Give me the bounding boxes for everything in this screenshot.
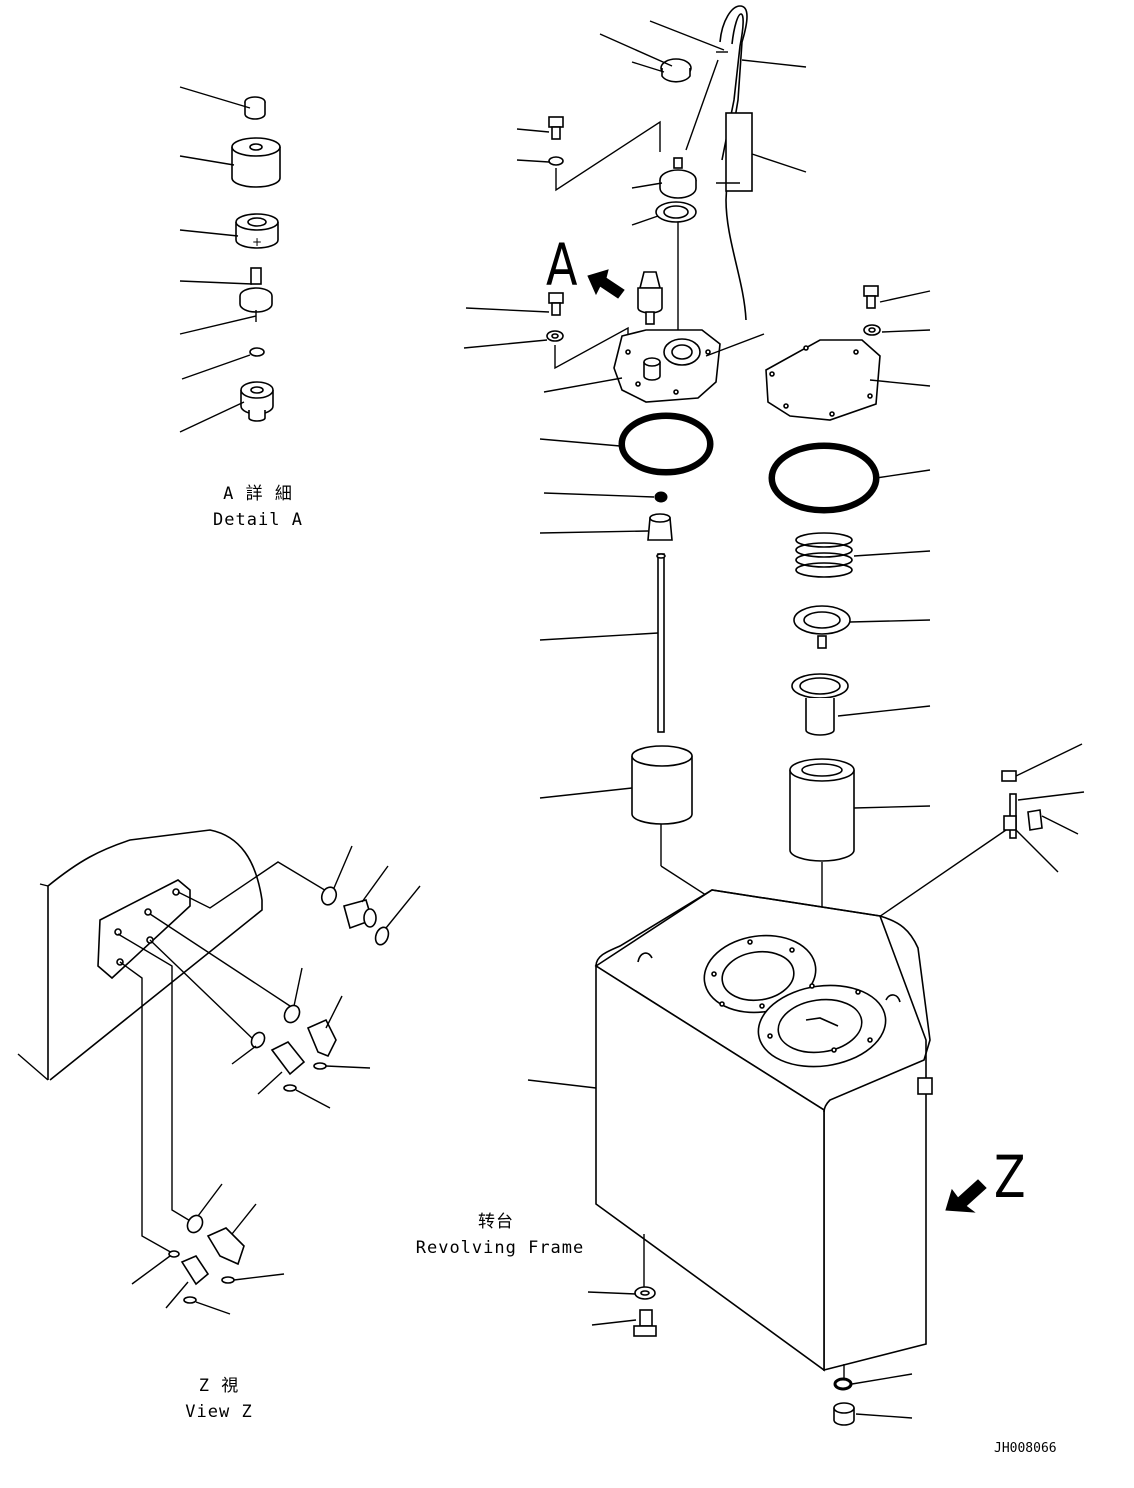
detail-a-oring: [181, 347, 265, 380]
revolving-frame-caption-en: Revolving Frame: [415, 1238, 585, 1258]
detail-a-cap: [179, 86, 266, 120]
detail-a-caption-en: Detail A: [213, 510, 303, 530]
return-cover-plate: [765, 339, 931, 421]
breather-pipe-group: [649, 5, 807, 321]
strainer-cap: [631, 157, 697, 199]
hydraulic-tank: [527, 889, 933, 1380]
breather-valve: [637, 271, 663, 325]
detail-a-nut: [179, 381, 274, 433]
level-rod: [539, 553, 666, 866]
arrow-a-label: A: [546, 231, 578, 299]
detail-a-cylinder: [179, 137, 281, 188]
suction-cover-plate: [543, 329, 765, 403]
detail-a-valve: [179, 267, 273, 335]
gasket-small: [631, 201, 697, 332]
bolt-left: [463, 292, 629, 370]
valve-seat: [793, 605, 931, 649]
spring: [795, 532, 931, 578]
revolving-frame-caption-jp: 转台: [478, 1212, 514, 1232]
tank-mount-bolt: [587, 1286, 657, 1337]
view-z-group: [17, 829, 421, 1315]
view-z-caption-en: View Z: [185, 1402, 253, 1422]
drain-plug: [833, 1373, 913, 1426]
return-filter-element: [789, 758, 931, 960]
detail-a-group: +: [179, 86, 281, 433]
arrow-z: [945, 1179, 987, 1213]
drawing-number: JH008066: [994, 1441, 1057, 1456]
hex-nut: [539, 513, 673, 541]
oring-right: [768, 442, 931, 514]
bolt-right: [863, 285, 931, 336]
vent-fittings: [821, 743, 1085, 957]
arrow-a: [587, 269, 625, 299]
svg-text:+: +: [252, 235, 262, 249]
bolt-upper: [516, 116, 661, 192]
filler-cap: [599, 33, 719, 151]
detail-a-caption-jp: A 詳 細: [223, 484, 293, 504]
suction-filter-element: [539, 745, 761, 931]
filter-cup: [791, 673, 931, 736]
view-z-caption-jp: Z 視: [198, 1376, 240, 1396]
oring-left: [539, 412, 714, 476]
arrow-z-label: Z: [994, 1143, 1026, 1211]
plug-black: [543, 491, 668, 503]
detail-a-ring: +: [179, 213, 279, 249]
